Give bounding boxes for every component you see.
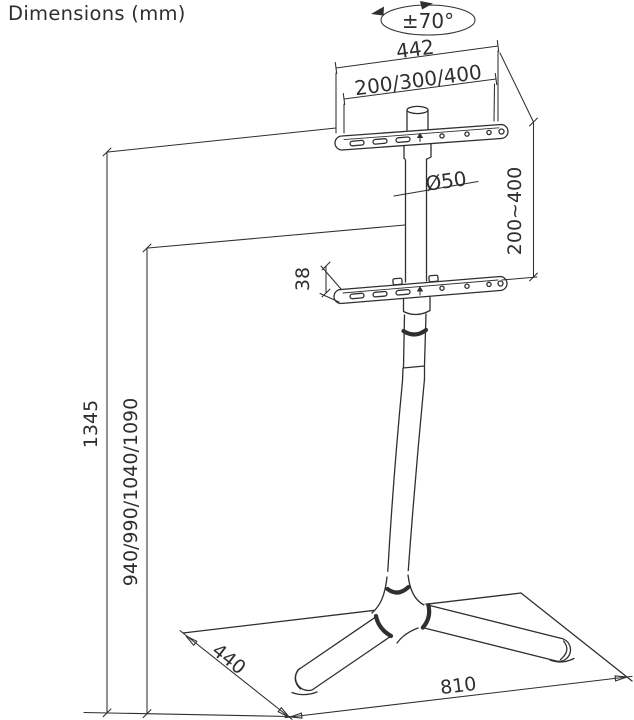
dim-line bbox=[284, 675, 633, 719]
extension-lines bbox=[343, 83, 496, 134]
extension-line-top bbox=[499, 52, 535, 123]
extension-line-bottom bbox=[501, 276, 538, 281]
lower-bracket-tab bbox=[428, 274, 439, 283]
base-depth-label: 440 bbox=[208, 639, 250, 679]
hub-outline-right bbox=[407, 574, 425, 606]
hub-collar-front-leg bbox=[373, 613, 394, 639]
lower-bracket-hole bbox=[439, 285, 445, 291]
arrowhead bbox=[614, 675, 628, 682]
leg-right-foot-line bbox=[549, 657, 575, 663]
base-width-label: 810 bbox=[439, 673, 478, 699]
dim-ticks bbox=[321, 261, 331, 298]
dim-ticks bbox=[529, 117, 538, 282]
extension-lines bbox=[335, 50, 499, 134]
lower-bracket-end-hole bbox=[497, 280, 504, 287]
top-bracket-slot bbox=[395, 136, 411, 144]
dim-top-width: 442 bbox=[334, 35, 500, 134]
up-arrow-icon bbox=[416, 286, 424, 292]
leg-front-endcap-line bbox=[294, 667, 302, 690]
top-bracket-face-line bbox=[343, 127, 500, 141]
dim-pole-diameter: Ø50 bbox=[393, 166, 479, 197]
pole-top-cap bbox=[406, 105, 429, 115]
pole-dark-ring bbox=[401, 327, 429, 337]
total-height-label: 1345 bbox=[80, 400, 102, 448]
base bbox=[291, 571, 575, 696]
top-bracket-hole bbox=[464, 131, 470, 137]
dim-line bbox=[179, 630, 293, 720]
top-bracket-end-hole bbox=[498, 128, 505, 135]
arrowhead bbox=[185, 635, 198, 647]
hub-collar-right-leg bbox=[420, 603, 432, 630]
dim-line bbox=[343, 78, 497, 100]
top-bracket-slot bbox=[372, 138, 388, 145]
dim-bracket-height: 38 bbox=[292, 261, 342, 303]
lower-bracket-tab bbox=[392, 277, 403, 286]
dim-base-width: 810 bbox=[284, 673, 633, 719]
lower-bracket-hole bbox=[464, 283, 470, 289]
pole-mid-section bbox=[402, 313, 427, 368]
dim-ticks bbox=[342, 72, 498, 106]
swivel-indicator: ±70° bbox=[371, 1, 476, 36]
dim-line bbox=[335, 45, 499, 69]
lower-bracket-face-line bbox=[342, 279, 499, 294]
bracket-height-label: 38 bbox=[292, 267, 314, 291]
dim-ticks bbox=[334, 39, 500, 75]
hub-collar-top bbox=[385, 584, 411, 595]
page-title: Dimensions (mm) bbox=[8, 2, 186, 25]
vesa-height-range-label: 200~400 bbox=[504, 167, 526, 255]
dim-total-height: 1345 bbox=[80, 127, 337, 718]
pole-lower bbox=[386, 313, 429, 577]
extension-lines bbox=[319, 265, 342, 303]
pole-main-section bbox=[404, 158, 428, 283]
screen-center-heights-label: 940/990/1040/1090 bbox=[120, 398, 142, 586]
lower-bracket-slot bbox=[349, 292, 365, 300]
base-leg-right bbox=[416, 603, 572, 662]
pole-top-stub bbox=[406, 109, 429, 131]
extension-line bbox=[147, 224, 406, 249]
vesa-width-label: 200/300/400 bbox=[353, 60, 483, 101]
floor-edge-right bbox=[520, 592, 633, 682]
arrowhead bbox=[289, 712, 303, 719]
floor-reference-line bbox=[83, 711, 291, 718]
floor-plane bbox=[182, 592, 633, 682]
lower-bracket-slot bbox=[372, 290, 388, 298]
up-arrow-icon bbox=[416, 132, 424, 138]
floor-edge-left bbox=[182, 592, 522, 634]
swivel-arrow-left-icon bbox=[371, 6, 384, 16]
top-bracket bbox=[334, 123, 509, 151]
arrowhead bbox=[277, 706, 290, 718]
top-bracket-hole bbox=[486, 129, 492, 136]
extension-line bbox=[107, 127, 337, 153]
top-width-label: 442 bbox=[395, 35, 436, 64]
top-bracket-slot bbox=[349, 139, 365, 147]
leg-right-endcap-line bbox=[559, 640, 568, 661]
base-leg-front bbox=[294, 611, 398, 692]
lower-bracket bbox=[333, 274, 508, 305]
lower-bracket-hole bbox=[486, 281, 492, 288]
leader-line bbox=[393, 180, 479, 197]
pole-taper bbox=[386, 378, 426, 577]
lower-bracket-slot bbox=[395, 288, 411, 296]
swivel-arrow-right-icon bbox=[420, 1, 433, 10]
leg-front-foot-line bbox=[291, 691, 318, 696]
swivel-angle-label: ±70° bbox=[402, 9, 454, 33]
top-bracket-hole bbox=[439, 133, 445, 139]
hub-outline-bottom bbox=[396, 627, 419, 644]
dim-vesa-height: 200~400 bbox=[499, 52, 538, 282]
pole-diameter-label: Ø50 bbox=[424, 166, 468, 196]
dim-base-depth: 440 bbox=[179, 630, 293, 720]
hub-outline-left bbox=[371, 576, 388, 614]
